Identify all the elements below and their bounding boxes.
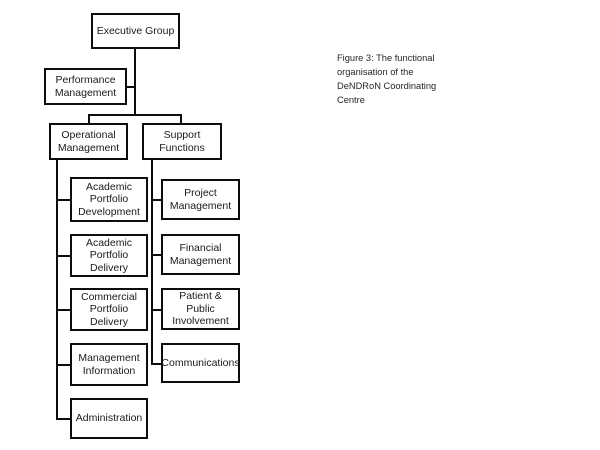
- node-communications[interactable]: Communications: [161, 343, 240, 383]
- node-academic-portfolio-delivery-label: Academic Portfolio Delivery: [85, 236, 133, 274]
- connector-spine-to-commercial-portfolio-delivery: [56, 309, 72, 311]
- node-operational-management-label: Operational Management: [57, 129, 120, 154]
- node-academic-portfolio-development[interactable]: Academic Portfolio Development: [70, 177, 148, 222]
- node-commercial-portfolio-delivery-label: Commercial Portfolio Delivery: [80, 290, 137, 328]
- node-project-management-label: Project Management: [169, 187, 232, 212]
- connector-spine-to-communications: [151, 363, 162, 365]
- connector-spine-to-academic-portfolio-delivery: [56, 255, 72, 257]
- node-administration[interactable]: Administration: [70, 398, 148, 439]
- node-project-management[interactable]: Project Management: [161, 179, 240, 220]
- node-communications-label: Communications: [161, 356, 240, 369]
- node-academic-portfolio-delivery[interactable]: Academic Portfolio Delivery: [70, 234, 148, 277]
- node-management-information-label: Management Information: [78, 352, 140, 377]
- connector-spine-to-management-information: [56, 364, 72, 366]
- node-management-information[interactable]: Management Information: [70, 343, 148, 386]
- connector-executive-to-performance: [126, 86, 136, 88]
- node-commercial-portfolio-delivery[interactable]: Commercial Portfolio Delivery: [70, 288, 148, 331]
- connector-executive-trunk: [134, 48, 136, 116]
- node-financial-management-label: Financial Management: [169, 242, 232, 267]
- node-academic-portfolio-development-label: Academic Portfolio Development: [78, 180, 140, 218]
- node-operational-management[interactable]: Operational Management: [49, 123, 128, 160]
- connector-spine-to-administration: [56, 418, 72, 420]
- node-performance-management[interactable]: Performance Management: [44, 68, 127, 105]
- connector-bus-to-support: [180, 114, 182, 124]
- node-patient-public-involvement[interactable]: Patient & Public Involvement: [161, 288, 240, 330]
- connector-operational-spine: [56, 159, 58, 419]
- node-support-functions-label: Support Functions: [159, 129, 205, 154]
- connector-spine-to-academic-portfolio-development: [56, 199, 72, 201]
- node-financial-management[interactable]: Financial Management: [161, 234, 240, 275]
- connector-bus-to-operational: [88, 114, 90, 124]
- connector-level2-bus: [88, 114, 182, 116]
- node-performance-management-label: Performance Management: [54, 74, 117, 99]
- node-support-functions[interactable]: Support Functions: [142, 123, 222, 160]
- connector-spine-to-financial-management: [151, 254, 162, 256]
- node-executive-group-label: Executive Group: [96, 24, 175, 37]
- node-patient-public-involvement-label: Patient & Public Involvement: [172, 290, 229, 328]
- node-executive-group[interactable]: Executive Group: [91, 13, 180, 49]
- figure-caption: Figure 3: The functional organisation of…: [337, 53, 437, 106]
- connector-spine-to-patient-public-involvement: [151, 309, 162, 311]
- connector-support-spine: [151, 159, 153, 364]
- node-administration-label: Administration: [75, 412, 143, 425]
- connector-spine-to-project-management: [151, 199, 162, 201]
